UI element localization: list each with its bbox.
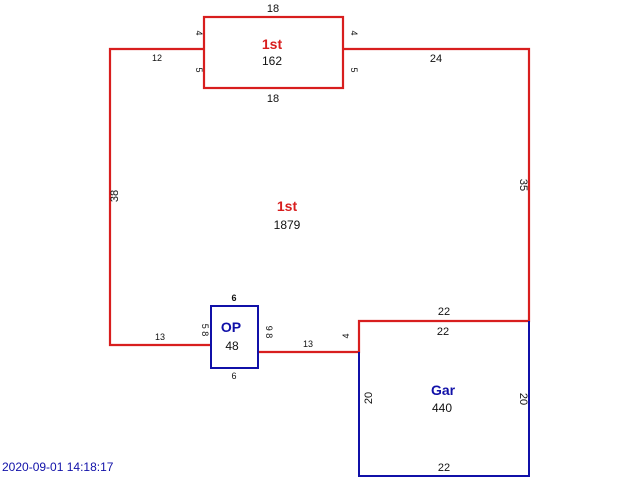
upper-area-value: 162 bbox=[262, 54, 282, 68]
dim-upper-bottom: 18 bbox=[267, 93, 279, 105]
dim-upper-left-a: 4 bbox=[194, 30, 204, 35]
dim-bottom-mid-run: 13 bbox=[303, 339, 313, 349]
garage-outline bbox=[358, 321, 530, 477]
dim-upper-right-b: 5 bbox=[349, 67, 359, 72]
porch-area-label: OP bbox=[221, 319, 241, 335]
porch-area-value: 48 bbox=[225, 339, 239, 353]
dim-porch-left: 5 8 bbox=[200, 324, 210, 337]
dim-left-side: 38 bbox=[109, 190, 121, 202]
dim-garage-bottom: 22 bbox=[438, 462, 450, 474]
dim-upper-top: 18 bbox=[267, 3, 279, 15]
dim-garage-right: 20 bbox=[517, 393, 529, 405]
dim-porch-right: 9 8 bbox=[264, 326, 274, 339]
garage-area-value: 440 bbox=[432, 401, 452, 415]
dim-garage-top-inner: 22 bbox=[437, 326, 449, 338]
upper-area-label: 1st bbox=[262, 36, 283, 52]
garage-area-label: Gar bbox=[431, 382, 456, 398]
timestamp: 2020-09-01 14:18:17 bbox=[2, 460, 114, 474]
dim-bottom-left-run: 13 bbox=[155, 332, 165, 342]
upper-floor-box bbox=[202, 15, 345, 90]
dim-right-side: 35 bbox=[517, 179, 529, 191]
dim-porch-top: 6 bbox=[231, 293, 236, 303]
main-area-label: 1st bbox=[277, 198, 298, 214]
dim-upper-right-a: 4 bbox=[349, 30, 359, 35]
porch-box bbox=[210, 305, 259, 369]
dim-top-right-run: 24 bbox=[430, 53, 442, 65]
main-living-outline-right bbox=[258, 47, 531, 354]
main-area-value: 1879 bbox=[274, 218, 301, 232]
dim-top-left-run: 12 bbox=[152, 53, 162, 63]
dim-step: 4 bbox=[341, 333, 351, 338]
dim-garage-top-outer: 22 bbox=[438, 306, 450, 318]
dim-upper-left-b: 5 bbox=[194, 67, 204, 72]
dim-garage-left: 20 bbox=[363, 392, 375, 404]
dim-porch-bottom: 6 bbox=[231, 371, 236, 381]
main-living-outline bbox=[108, 47, 211, 347]
